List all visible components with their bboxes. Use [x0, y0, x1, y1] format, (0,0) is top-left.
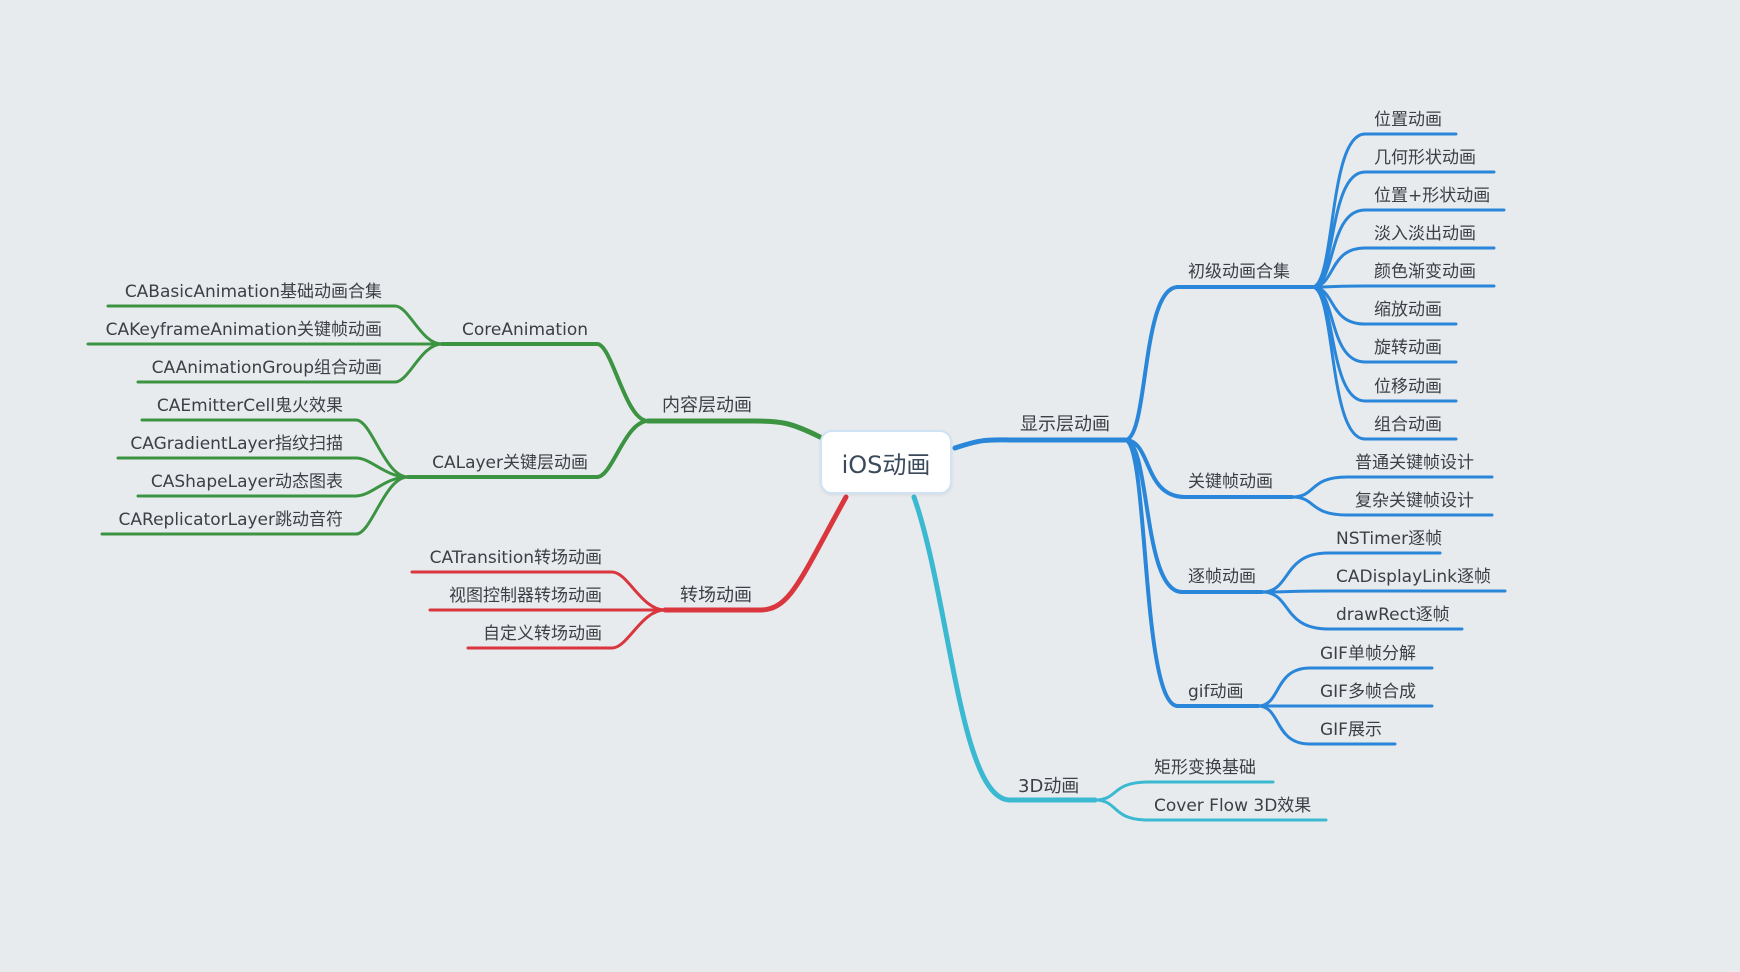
link-frame-leaf-1	[1260, 589, 1507, 594]
link-display-frame	[1123, 438, 1264, 594]
leaf-frame-1[interactable]: CADisplayLink逐帧	[1336, 567, 1491, 587]
link-keyframe-leaf-1	[1290, 495, 1494, 517]
leaf-keyframe-1[interactable]: 复杂关键帧设计	[1355, 491, 1474, 511]
leaf-core-1[interactable]: CAKeyframeAnimation关键帧动画	[105, 320, 382, 340]
link-gif-leaf-2	[1256, 704, 1397, 746]
leaf-basic-1[interactable]: 几何形状动画	[1374, 148, 1476, 168]
leaf-layer-2[interactable]: CAShapeLayer动态图表	[150, 472, 343, 492]
link-frame-leaf-0	[1260, 551, 1442, 594]
link-display-basic	[1123, 285, 1314, 442]
node-calayer[interactable]: CALayer关键层动画	[432, 453, 588, 473]
link-frame-leaf-2	[1260, 590, 1464, 631]
link-layer-leaf-3	[100, 475, 410, 536]
leaf-transition-2[interactable]: 自定义转场动画	[483, 624, 602, 644]
leaf-basic-2[interactable]: 位置+形状动画	[1374, 186, 1491, 206]
node-content[interactable]: 内容层动画	[662, 395, 752, 416]
root-label: iOS动画	[841, 450, 931, 479]
link-basic-leaf-4	[1310, 284, 1496, 289]
node-coreanimation[interactable]: CoreAnimation	[461, 320, 588, 340]
leaf-3d-0[interactable]: 矩形变换基础	[1154, 758, 1256, 778]
leaf-layer-0[interactable]: CAEmitterCell鬼火效果	[156, 396, 343, 416]
link-content-core	[440, 342, 650, 423]
node-gif[interactable]: gif动画	[1188, 682, 1244, 702]
link-basic-leaf-8	[1310, 285, 1458, 441]
link-layer-leaf-0	[140, 418, 410, 479]
leaf-layer-1[interactable]: CAGradientLayer指纹扫描	[130, 434, 343, 454]
leaf-gif-1[interactable]: GIF多帧合成	[1320, 682, 1416, 702]
leaf-keyframe-0[interactable]: 普通关键帧设计	[1355, 453, 1474, 473]
leaf-basic-4[interactable]: 颜色渐变动画	[1374, 262, 1476, 282]
node-transition[interactable]: 转场动画	[680, 585, 752, 606]
leaf-layer-3[interactable]: CAReplicatorLayer跳动音符	[118, 510, 343, 530]
leaf-gif-2[interactable]: GIF展示	[1320, 720, 1382, 740]
leaf-core-0[interactable]: CABasicAnimation基础动画合集	[124, 282, 382, 302]
leaf-frame-2[interactable]: drawRect逐帧	[1336, 605, 1450, 625]
link-root-transition	[662, 494, 849, 613]
link-root-content	[645, 418, 823, 440]
leaf-basic-0[interactable]: 位置动画	[1374, 110, 1442, 130]
link-gif-leaf-0	[1256, 666, 1434, 708]
link-basic-leaf-3	[1310, 246, 1496, 289]
link-root-display	[952, 437, 1128, 451]
leaf-core-2[interactable]: CAAnimationGroup组合动画	[151, 358, 382, 378]
link-3d-leaf-1	[1093, 798, 1328, 822]
leaf-gif-0[interactable]: GIF单帧分解	[1320, 644, 1416, 664]
link-core-leaf-2	[136, 342, 444, 384]
leaf-frame-0[interactable]: NSTimer逐帧	[1336, 529, 1443, 549]
link-root-3d	[911, 494, 1098, 803]
leaf-basic-8[interactable]: 组合动画	[1374, 415, 1442, 435]
node-frame-by-frame[interactable]: 逐帧动画	[1188, 567, 1256, 587]
leaf-basic-6[interactable]: 旋转动画	[1374, 338, 1442, 358]
link-content-layer	[406, 419, 650, 479]
leaf-basic-5[interactable]: 缩放动画	[1374, 300, 1442, 320]
leaf-3d-1[interactable]: Cover Flow 3D效果	[1154, 796, 1312, 816]
node-basic-set[interactable]: 初级动画合集	[1188, 262, 1290, 282]
link-basic-leaf-2	[1310, 208, 1506, 289]
node-display[interactable]: 显示层动画	[1020, 414, 1110, 435]
node-keyframe[interactable]: 关键帧动画	[1188, 472, 1273, 492]
leaf-transition-0[interactable]: CATransition转场动画	[429, 548, 602, 568]
leaf-basic-7[interactable]: 位移动画	[1374, 377, 1442, 397]
leaf-basic-3[interactable]: 淡入淡出动画	[1374, 224, 1476, 244]
link-display-gif	[1123, 438, 1260, 708]
leaf-transition-1[interactable]: 视图控制器转场动画	[449, 586, 602, 606]
node-3d[interactable]: 3D动画	[1018, 776, 1080, 797]
link-transition-leaf-2	[466, 608, 667, 650]
link-display-keyframe	[1123, 438, 1294, 499]
root-node[interactable]: iOS动画	[820, 430, 952, 494]
